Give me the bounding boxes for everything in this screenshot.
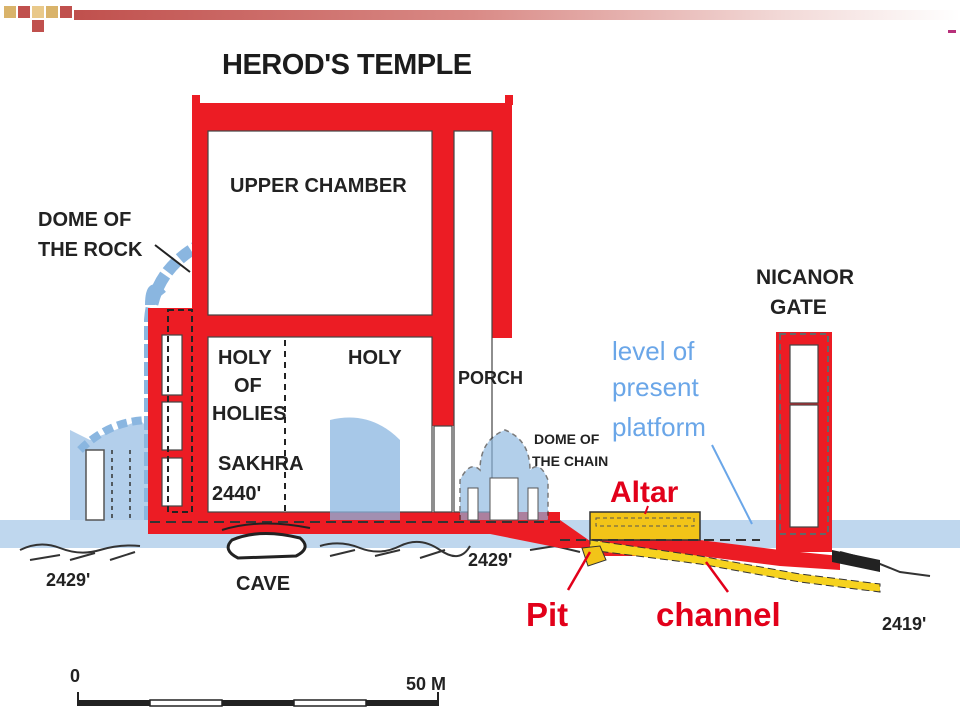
ground-fill <box>0 548 960 720</box>
header-gradient-bar <box>74 10 960 20</box>
header-square-icon <box>46 6 58 18</box>
header-accent-mark <box>948 30 956 33</box>
label-holy-of-holies-3: HOLIES <box>212 403 286 425</box>
label-dome-chain-1: DOME OF <box>534 431 600 447</box>
slide-header-bar <box>0 0 960 34</box>
header-square-icon <box>32 6 44 18</box>
scale-end-label: 50 M <box>406 674 446 694</box>
label-nicanor-2: GATE <box>770 296 827 319</box>
annotation-level-3: platform <box>612 412 706 442</box>
header-square-icon <box>4 6 16 18</box>
cave-outline <box>221 522 311 560</box>
label-holy: HOLY <box>348 347 402 369</box>
annotation-pit: Pit <box>526 596 568 633</box>
label-elevation-left: 2429' <box>46 570 90 590</box>
dome-of-the-chain <box>459 429 549 521</box>
label-sakhra: SAKHRA <box>218 453 304 475</box>
annotation-altar: Altar <box>610 476 679 509</box>
temple-walls <box>148 95 840 570</box>
label-dome-rock-line2: THE ROCK <box>38 239 143 261</box>
diagram-title: HEROD'S TEMPLE <box>222 49 472 81</box>
label-sakhra-elevation: 2440' <box>212 483 261 505</box>
annotation-channel: channel <box>656 596 781 633</box>
label-elevation-right: 2419' <box>882 614 926 634</box>
label-cave: CAVE <box>236 573 290 595</box>
right-platform-end <box>832 550 880 572</box>
label-elevation-mid: 2429' <box>468 550 512 570</box>
label-dome-chain-2: THE CHAIN <box>532 453 608 469</box>
label-upper-chamber: UPPER CHAMBER <box>230 175 407 197</box>
header-square-icon <box>60 6 72 18</box>
annotation-pointers <box>154 244 753 593</box>
label-porch: PORCH <box>458 368 523 388</box>
channel-path <box>589 539 881 593</box>
header-square-icon <box>18 6 30 18</box>
label-holy-of-holies-1: HOLY <box>218 347 272 369</box>
label-dome-rock-line1: DOME OF <box>38 209 131 231</box>
annotation-level-1: level of <box>612 336 695 366</box>
label-nicanor-1: NICANOR <box>756 266 854 289</box>
label-holy-of-holies-2: OF <box>234 375 262 397</box>
interior-dashed-lines <box>150 309 829 535</box>
annotation-level-2: present <box>612 372 699 402</box>
scale-start-label: 0 <box>70 666 80 686</box>
holy-side-dome <box>330 417 400 520</box>
header-square-icon <box>32 20 44 32</box>
scale-bar <box>77 692 439 707</box>
